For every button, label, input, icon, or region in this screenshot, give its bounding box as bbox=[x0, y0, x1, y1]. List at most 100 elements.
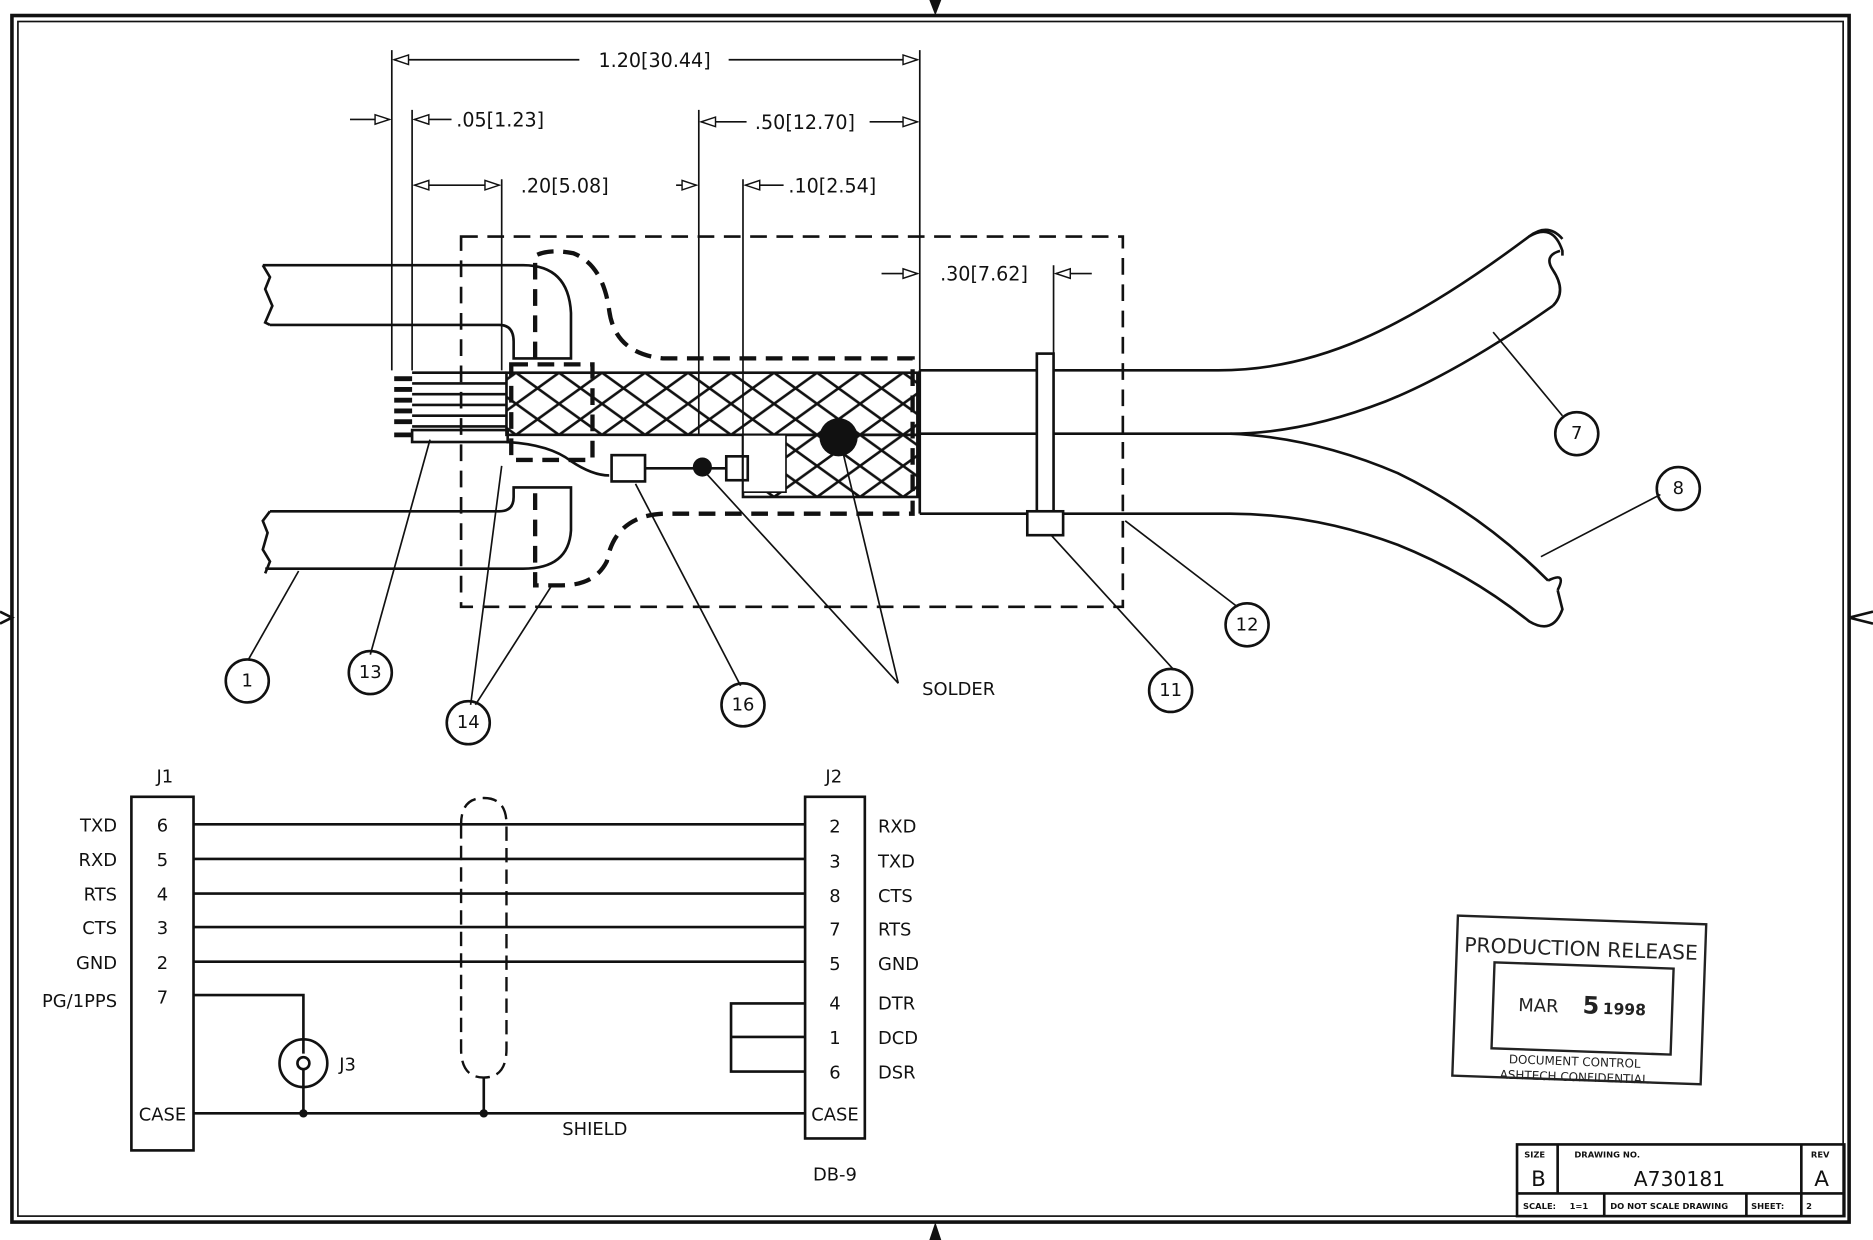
callout-13: 13 bbox=[347, 649, 394, 696]
j1-connector bbox=[130, 795, 195, 1152]
callout-number: 1 bbox=[242, 670, 253, 691]
j2-pin-row: 5 GND bbox=[829, 954, 919, 975]
wiring-schematic: J1 TXD 6 RXD 5 RTS 4 CTS 3 GND 2 PG/1PPS… bbox=[42, 766, 919, 1185]
svg-text:3: 3 bbox=[157, 918, 168, 939]
j2-pin-row: 4 DTR bbox=[829, 993, 915, 1014]
callout-number: 16 bbox=[732, 694, 755, 715]
overmold-outline bbox=[459, 235, 1125, 609]
solder-joint bbox=[819, 418, 858, 457]
dimension-text: .30[7.62] bbox=[940, 263, 1028, 286]
shield-symbol bbox=[459, 796, 508, 1079]
callout-number: 14 bbox=[457, 712, 480, 733]
svg-text:2: 2 bbox=[829, 817, 840, 838]
dimension-braid: .50[12.70] bbox=[698, 111, 920, 134]
svg-text:RXD: RXD bbox=[878, 817, 916, 838]
svg-text:8: 8 bbox=[829, 886, 840, 907]
svg-text:RTS: RTS bbox=[84, 885, 117, 906]
svg-text:6: 6 bbox=[829, 1063, 840, 1084]
svg-text:DSR: DSR bbox=[878, 1063, 916, 1084]
dimension-overall: 1.20[30.44] bbox=[391, 49, 920, 72]
center-mark-side-icon bbox=[0, 610, 1873, 625]
j1-title: J1 bbox=[155, 766, 173, 787]
svg-text:4: 4 bbox=[157, 885, 168, 906]
stamp-title: PRODUCTION RELEASE bbox=[1464, 933, 1698, 965]
svg-text:GND: GND bbox=[878, 954, 919, 975]
callout-8: 8 bbox=[1655, 465, 1702, 512]
stamp-month: MAR bbox=[1518, 995, 1559, 1017]
svg-text:DTR: DTR bbox=[878, 993, 915, 1014]
j1-pin-row: PG/1PPS 7 bbox=[42, 987, 168, 1012]
svg-text:6: 6 bbox=[157, 815, 168, 836]
svg-text:5: 5 bbox=[157, 850, 168, 871]
sheet-number: 2 bbox=[1806, 1201, 1812, 1211]
j2-connector bbox=[803, 795, 867, 1140]
sheet-label: SHEET: bbox=[1751, 1201, 1784, 1211]
callout-16: 16 bbox=[720, 682, 766, 728]
callout-number: 12 bbox=[1236, 614, 1259, 635]
production-release-stamp: PRODUCTION RELEASE MAR 5 1998 DOCUMENT C… bbox=[1451, 914, 1708, 1087]
dimension-text: .10[2.54] bbox=[788, 174, 876, 197]
drawing-no-label: DRAWING NO. bbox=[1574, 1150, 1640, 1160]
dimension-sleeve: .10[2.54] bbox=[676, 174, 876, 197]
j1-pin-row: RTS 4 bbox=[84, 885, 169, 906]
svg-text:CTS: CTS bbox=[82, 918, 117, 939]
stamp-year: 1998 bbox=[1602, 1000, 1646, 1019]
stamp-line2: ASHTECH CONFIDENTIAL bbox=[1499, 1067, 1649, 1086]
size-label: SIZE bbox=[1524, 1150, 1545, 1160]
svg-text:7: 7 bbox=[157, 987, 168, 1008]
solder-joint bbox=[692, 457, 712, 477]
j2-pin-row: 1 DCD bbox=[829, 1028, 918, 1049]
stamp-day: 5 bbox=[1582, 991, 1600, 1020]
j1-pin-row: TXD 6 bbox=[79, 815, 168, 836]
svg-text:DCD: DCD bbox=[878, 1028, 918, 1049]
callout-number: 11 bbox=[1159, 680, 1182, 701]
dimension-text: 1.20[30.44] bbox=[599, 49, 711, 72]
left-cable-lower bbox=[261, 486, 573, 574]
cable-tie bbox=[1035, 352, 1055, 513]
callout-12: 12 bbox=[1224, 601, 1270, 648]
j2-title: J2 bbox=[824, 766, 842, 787]
leader-lines bbox=[247, 331, 1661, 706]
j2-pin-row: 6 DSR bbox=[829, 1063, 915, 1084]
center-mark-icon bbox=[929, 0, 942, 1240]
boot-outline bbox=[532, 249, 915, 588]
j2-case: CASE bbox=[811, 1105, 858, 1126]
svg-text:RTS: RTS bbox=[878, 919, 911, 940]
svg-text:RXD: RXD bbox=[79, 850, 117, 871]
j2-pin-row: 7 RTS bbox=[829, 919, 911, 940]
dimension-strip: .05[1.23] bbox=[349, 109, 544, 132]
j1-pin-row: GND 2 bbox=[76, 953, 168, 974]
stamp-line1: DOCUMENT CONTROL bbox=[1509, 1052, 1642, 1071]
size-value: B bbox=[1531, 1167, 1546, 1192]
solder-label: SOLDER bbox=[922, 679, 995, 700]
title-block: SIZE B DRAWING NO. A730181 REV A SCALE: … bbox=[1515, 1143, 1846, 1218]
j2-pin-row: 3 TXD bbox=[829, 851, 915, 872]
svg-text:2: 2 bbox=[157, 953, 168, 974]
j2-type: DB-9 bbox=[813, 1164, 857, 1185]
j2-pin-row: 8 CTS bbox=[829, 886, 913, 907]
callout-7: 7 bbox=[1553, 410, 1600, 457]
dimension-text: .20[5.08] bbox=[521, 174, 609, 197]
svg-text:1: 1 bbox=[829, 1028, 840, 1049]
svg-text:TXD: TXD bbox=[877, 851, 915, 872]
svg-text:CTS: CTS bbox=[878, 886, 913, 907]
shield-label: SHIELD bbox=[562, 1119, 627, 1140]
svg-text:4: 4 bbox=[829, 993, 840, 1014]
j1-case: CASE bbox=[139, 1105, 186, 1126]
pps-wire bbox=[193, 993, 305, 1054]
braided-shield-upper bbox=[505, 371, 919, 437]
svg-text:GND: GND bbox=[76, 953, 117, 974]
left-cable-upper bbox=[261, 263, 573, 360]
j3-label: J3 bbox=[338, 1054, 356, 1075]
svg-text:7: 7 bbox=[829, 919, 840, 940]
loopback-jumper bbox=[729, 1002, 806, 1073]
scale-value: 1=1 bbox=[1570, 1201, 1589, 1211]
cable-assembly-view: 1.20[30.44] .05[1.23] .20[5.08] .50[12.7… bbox=[224, 49, 1702, 746]
dimension-text: .50[12.70] bbox=[755, 111, 855, 134]
svg-text:3: 3 bbox=[829, 851, 840, 872]
rev-label: REV bbox=[1811, 1150, 1830, 1160]
callout-14: 14 bbox=[445, 699, 492, 746]
dimension-boot: .20[5.08] bbox=[412, 174, 609, 197]
